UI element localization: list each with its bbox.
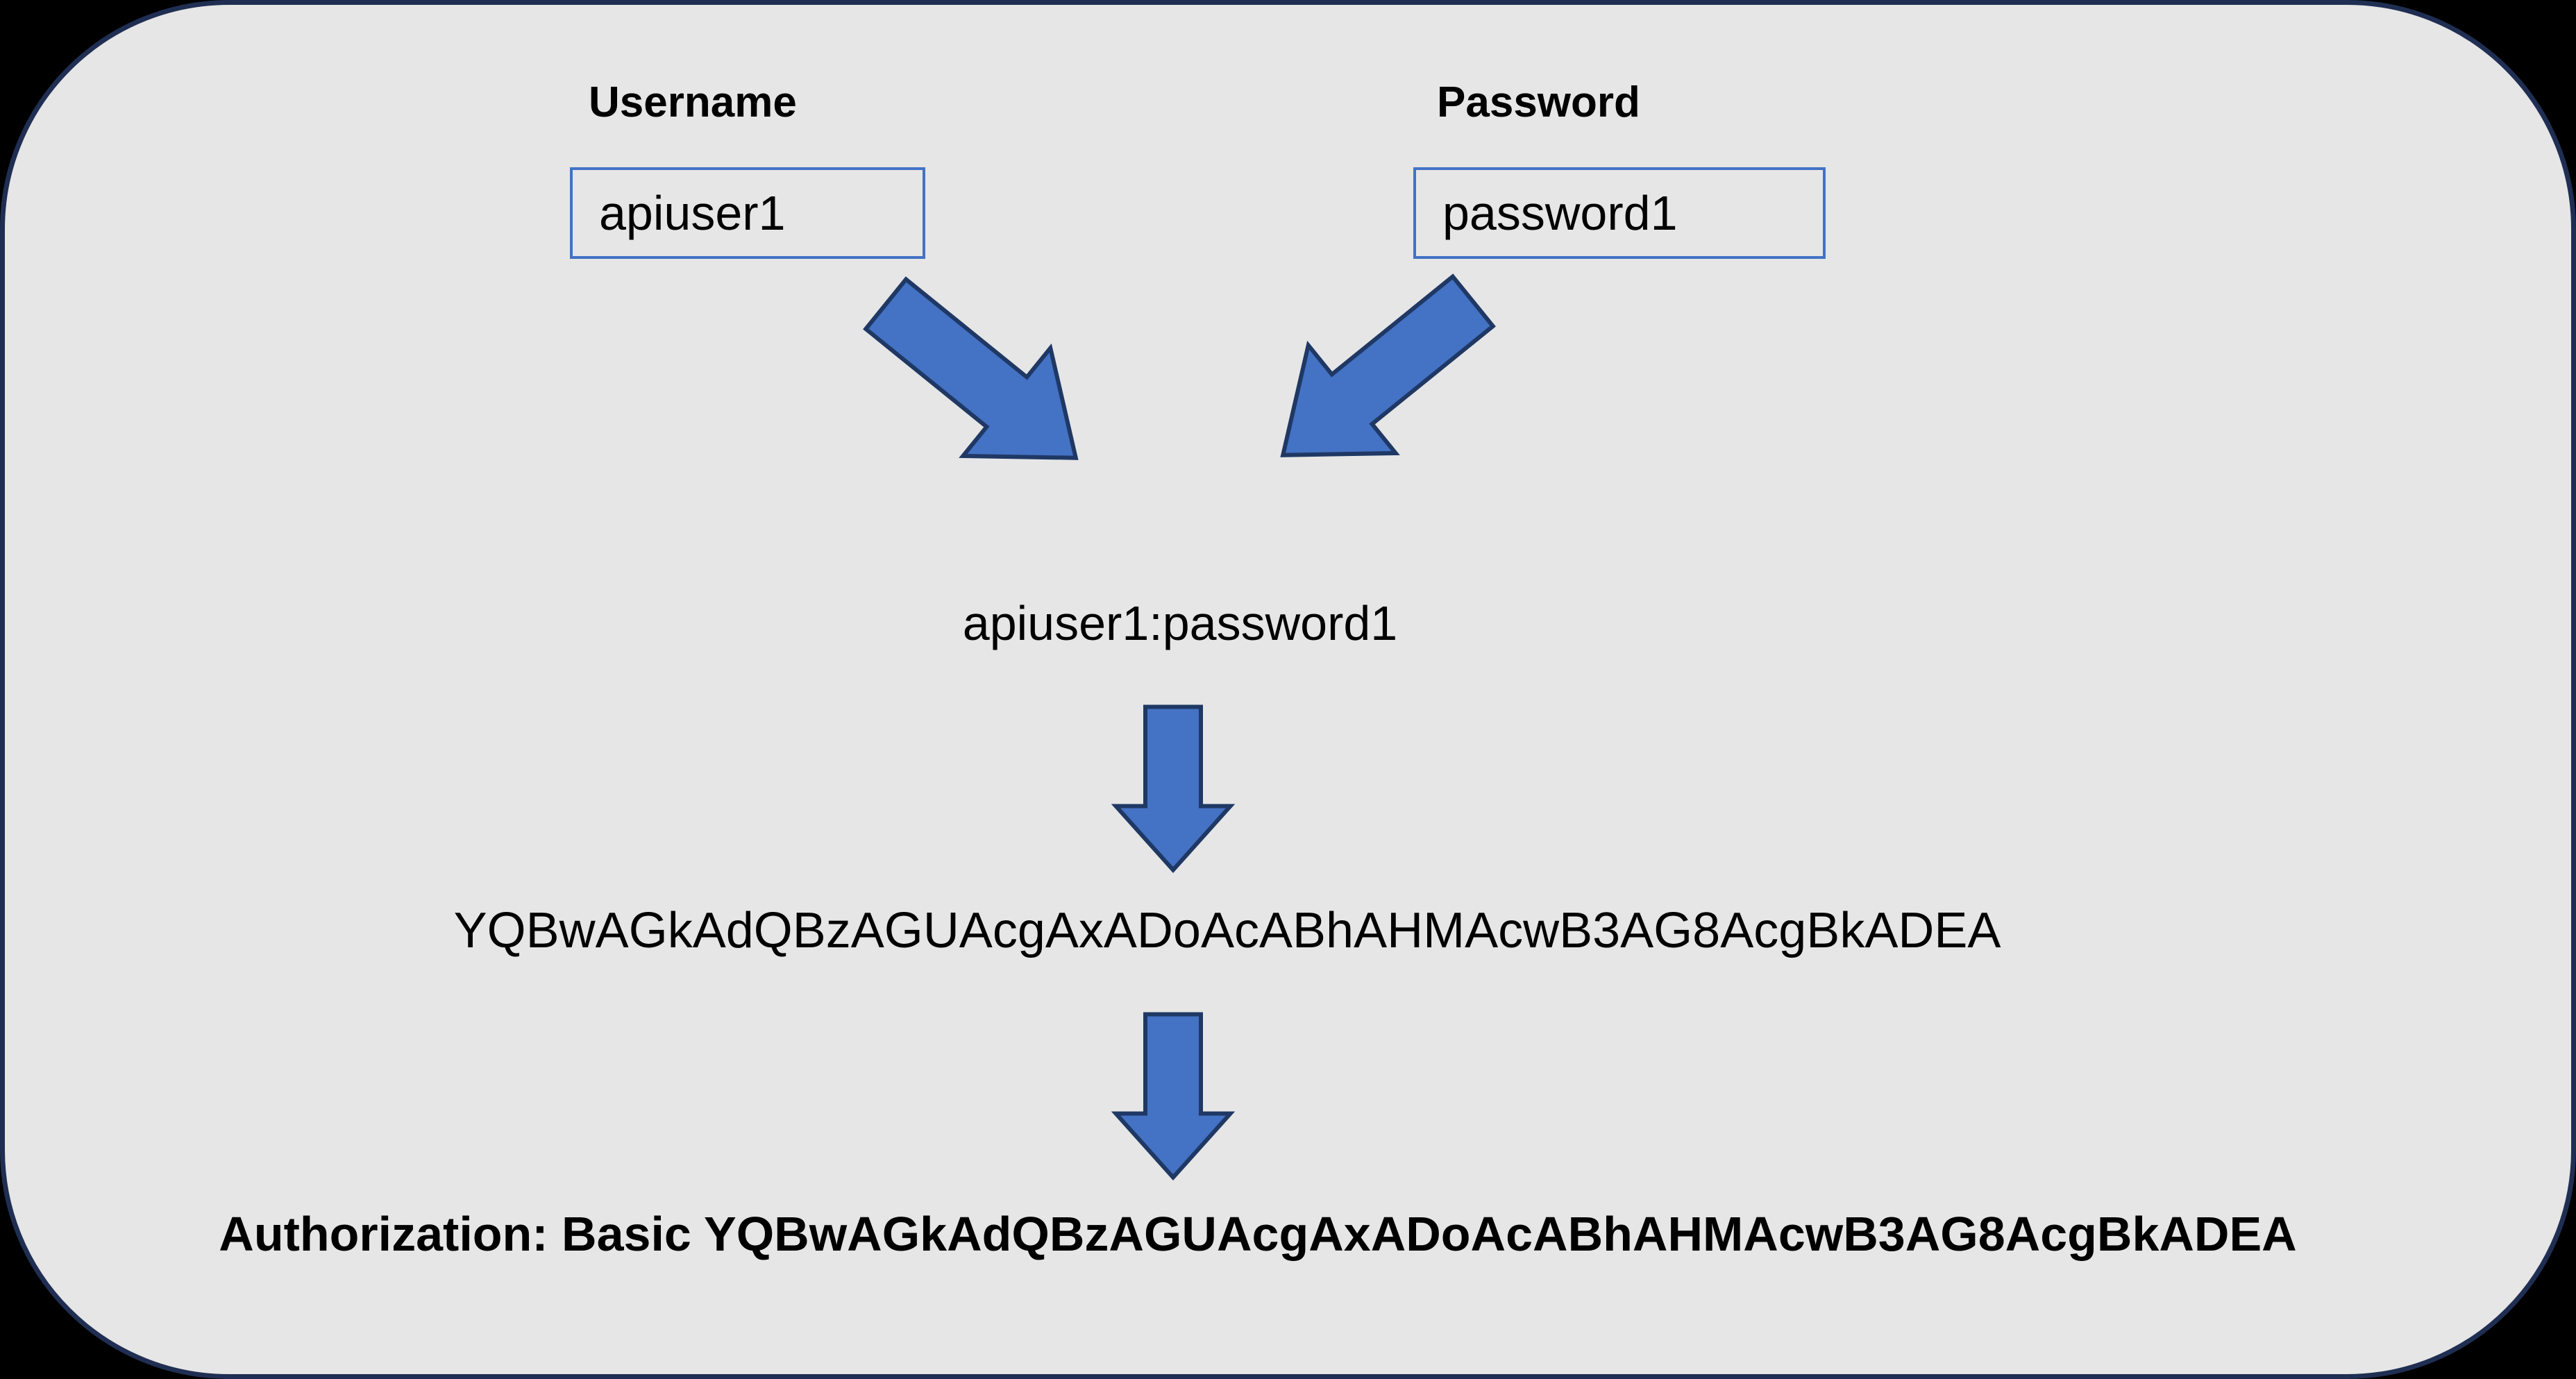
- combined-credentials-text: apiuser1:password1: [962, 596, 1398, 650]
- password-field[interactable]: password1: [1413, 167, 1826, 259]
- password-value: password1: [1442, 186, 1678, 240]
- username-label: Username: [589, 78, 797, 126]
- username-field[interactable]: apiuser1: [570, 167, 925, 259]
- username-value: apiuser1: [599, 186, 786, 240]
- password-label: Password: [1437, 78, 1640, 126]
- authorization-header-text: Authorization: Basic YQBwAGkAdQBzAGUAcgA…: [219, 1207, 2297, 1261]
- base64-encoded-text: YQBwAGkAdQBzAGUAcgAxADoAcABhAHMAcwB3AG8A…: [453, 903, 2001, 958]
